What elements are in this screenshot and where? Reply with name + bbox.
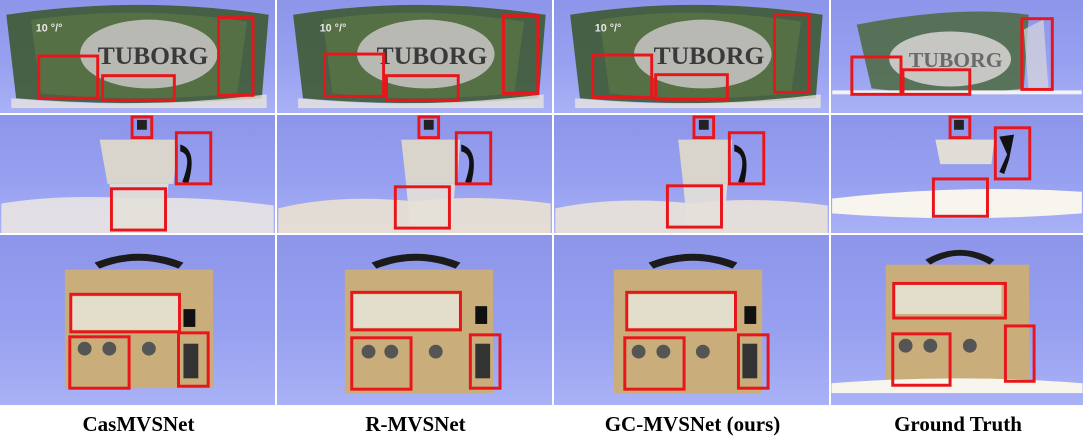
highlight-box xyxy=(174,131,213,186)
highlight-box xyxy=(931,177,989,218)
highlight-box xyxy=(130,115,154,140)
highlight-box xyxy=(68,335,131,390)
highlight-box xyxy=(385,74,460,102)
cell-power-casmvsnet xyxy=(0,235,277,407)
highlight-box xyxy=(350,290,462,332)
column-label-ground-truth: Ground Truth xyxy=(894,411,1022,436)
highlight-box xyxy=(654,73,729,101)
highlight-box xyxy=(1020,17,1054,91)
highlight-box xyxy=(109,187,167,232)
can-reconstruction: TUBORG 10 °/° xyxy=(570,4,823,109)
highlight-box xyxy=(468,333,502,390)
can-brand-text: TUBORG xyxy=(654,41,765,70)
kettle-reconstruction xyxy=(1,115,274,233)
highlight-box xyxy=(892,281,1007,320)
highlight-box xyxy=(69,292,181,334)
can-badge-text: 10 °/° xyxy=(320,22,347,34)
cell-kettle-casmvsnet xyxy=(0,115,277,235)
highlight-box xyxy=(901,68,972,96)
kettle-reconstruction xyxy=(832,115,1082,219)
cell-kettle-rmvsnet xyxy=(277,115,554,235)
highlight-box xyxy=(101,74,176,102)
power-supply-reconstruction xyxy=(344,253,502,394)
highlight-box xyxy=(177,331,210,388)
kettle-reconstruction xyxy=(278,115,551,233)
cell-can-groundtruth: TUBORG xyxy=(831,0,1085,115)
highlight-box xyxy=(623,336,686,391)
cell-power-rmvsnet xyxy=(277,235,554,407)
can-brand-text: TUBORG xyxy=(377,41,488,70)
can-brand-text: TUBORG xyxy=(98,41,209,70)
highlight-box xyxy=(993,126,1032,181)
highlight-box xyxy=(665,184,723,229)
cell-power-groundtruth xyxy=(831,235,1085,407)
highlight-box xyxy=(773,13,811,94)
column-labels: CasMVSNet R-MVSNet GC-MVSNet (ours) Grou… xyxy=(0,407,1085,441)
highlight-box xyxy=(891,332,952,387)
can-badge-text: 10 °/° xyxy=(595,22,622,34)
can-reconstruction: TUBORG xyxy=(832,11,1082,96)
highlight-box xyxy=(727,131,766,186)
power-supply-reconstruction xyxy=(613,253,770,394)
highlight-box xyxy=(37,54,100,100)
highlight-box xyxy=(1003,324,1036,383)
highlight-box xyxy=(323,52,386,98)
highlight-box xyxy=(948,115,972,140)
highlight-box xyxy=(350,336,413,391)
column-label-casmvsnet: CasMVSNet xyxy=(82,411,195,436)
highlight-box xyxy=(501,14,540,95)
can-reconstruction: TUBORG 10 °/° xyxy=(6,4,269,109)
highlight-box xyxy=(591,53,654,99)
cell-can-casmvsnet: TUBORG 10 °/° xyxy=(0,0,277,115)
column-label-gcmvsnet: GC-MVSNet (ours) xyxy=(604,411,781,436)
cell-can-gcmvsnet: TUBORG 10 °/° xyxy=(554,0,831,115)
highlight-box xyxy=(736,333,770,390)
highlight-box xyxy=(393,185,451,230)
highlight-box xyxy=(850,55,903,96)
highlight-box xyxy=(417,115,441,140)
cell-can-rmvsnet: TUBORG 10 °/° xyxy=(277,0,554,115)
power-supply-reconstruction xyxy=(831,249,1083,394)
highlight-box xyxy=(625,290,737,332)
power-supply-reconstruction xyxy=(64,253,214,390)
can-badge-text: 10 °/° xyxy=(36,22,63,34)
cell-kettle-groundtruth xyxy=(831,115,1085,235)
cell-power-gcmvsnet xyxy=(554,235,831,407)
kettle-reconstruction xyxy=(555,115,828,233)
highlight-box xyxy=(692,115,716,140)
cell-kettle-gcmvsnet xyxy=(554,115,831,235)
can-reconstruction: TUBORG 10 °/° xyxy=(293,4,546,109)
highlight-box xyxy=(454,131,493,186)
can-brand-text: TUBORG xyxy=(909,48,1003,72)
reconstruction-grid: TUBORG 10 °/° TUBORG 10 °/° xyxy=(0,0,1085,407)
column-label-rmvsnet: R-MVSNet xyxy=(365,411,466,436)
highlight-box xyxy=(217,16,255,97)
